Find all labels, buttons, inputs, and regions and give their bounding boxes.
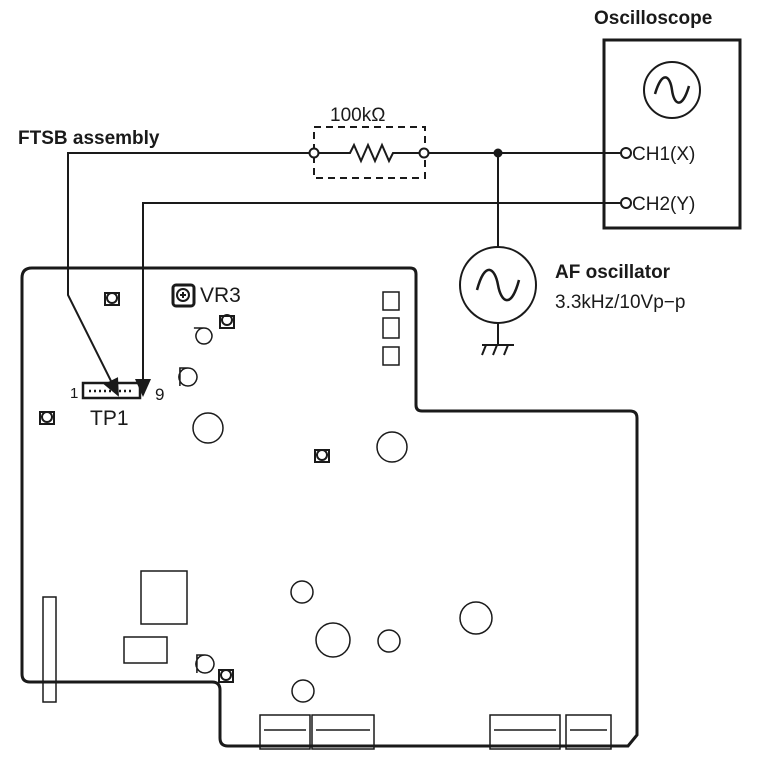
af-oscillator-label: AF oscillator	[555, 262, 671, 283]
oscilloscope-screen-icon	[643, 61, 701, 119]
resistor-label: 100kΩ	[330, 105, 385, 126]
oscilloscope	[602, 38, 742, 230]
ch1-terminal	[620, 147, 632, 159]
board-components	[42, 291, 612, 750]
ftsb-board-outline	[20, 266, 639, 748]
af-oscillator	[459, 153, 537, 356]
tp1-pin1-label: 1	[70, 385, 78, 402]
tp1-connector	[81, 381, 142, 400]
ch2-wire	[135, 202, 621, 397]
ftsb-label: FTSB assembly	[18, 128, 160, 149]
af-oscillator-spec: 3.3kHz/10Vp−p	[555, 292, 685, 313]
ch2-terminal	[620, 197, 632, 209]
tp1-pin9-label: 9	[155, 385, 164, 404]
resistor-100k	[308, 126, 430, 179]
trimmer-icon	[39, 292, 330, 683]
oscilloscope-label: Oscilloscope	[594, 8, 712, 29]
ch1-label: CH1(X)	[632, 144, 695, 165]
vr3-trimmer	[171, 283, 196, 308]
ground-icon	[481, 323, 514, 356]
tp1-ch1-wire	[67, 152, 310, 397]
vr3-label: VR3	[200, 284, 241, 307]
tp1-label: TP1	[90, 407, 129, 430]
ch2-label: CH2(Y)	[632, 194, 695, 215]
